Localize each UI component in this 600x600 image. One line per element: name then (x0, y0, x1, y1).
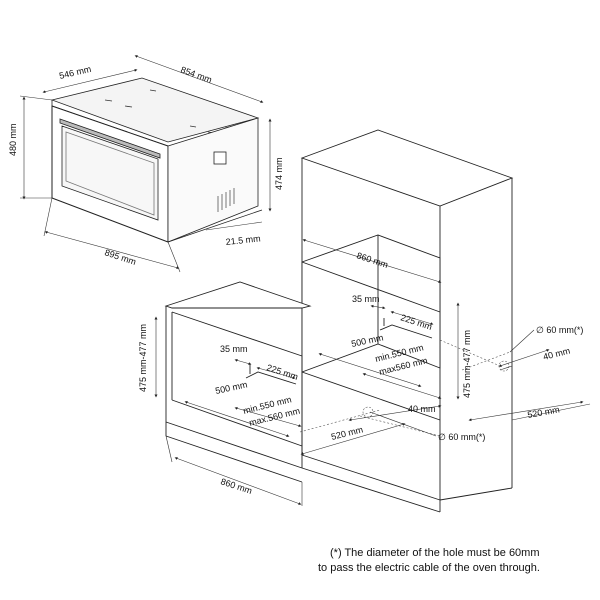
front-width-label: 895 mm (103, 247, 137, 267)
oven-width-label: 854 mm (179, 64, 213, 85)
hole-leader-lines (369, 329, 535, 437)
base-40-label: 40 mm (408, 404, 436, 414)
oven-drawing (50, 77, 263, 243)
tall-hole-label: ∅ 60 mm(*) (536, 325, 583, 335)
tall-height-range-label: 475 mm-477 mm (462, 330, 472, 398)
side-vent (217, 188, 235, 212)
oven-body-height-label: 474 mm (274, 157, 284, 190)
oven-depth-label: 546 mm (58, 64, 92, 81)
base-500-label: 500 mm (214, 379, 248, 396)
cabinet-dimension-lines (154, 239, 591, 506)
base-height-range-label: 475 mm-477 mm (138, 324, 148, 392)
base-520-label: 520 mm (330, 424, 364, 442)
base-niche-width-label: 860 mm (219, 476, 253, 496)
front-offset-label: 21.5 mm (225, 233, 261, 247)
tall-520-label: 520 mm (527, 404, 561, 419)
tall-35-label: 35 mm (352, 294, 380, 304)
footnote: (*) The diameter of the hole must be 60m… (318, 546, 590, 576)
footnote-line-1: (*) The diameter of the hole must be 60m… (330, 547, 540, 559)
tall-40-label: 40 mm (542, 346, 571, 362)
oven-dimension-lines (19, 55, 272, 273)
base-35-label: 35 mm (220, 344, 248, 354)
oven-height-label: 480 mm (8, 123, 18, 156)
base-225-label: 225 mm (265, 362, 299, 382)
footnote-line-2: to pass the electric cable of the oven t… (318, 562, 540, 574)
cable-hole-base (362, 406, 374, 418)
cable-hole-tall (498, 360, 510, 372)
base-hole-label: ∅ 60 mm(*) (438, 432, 485, 442)
